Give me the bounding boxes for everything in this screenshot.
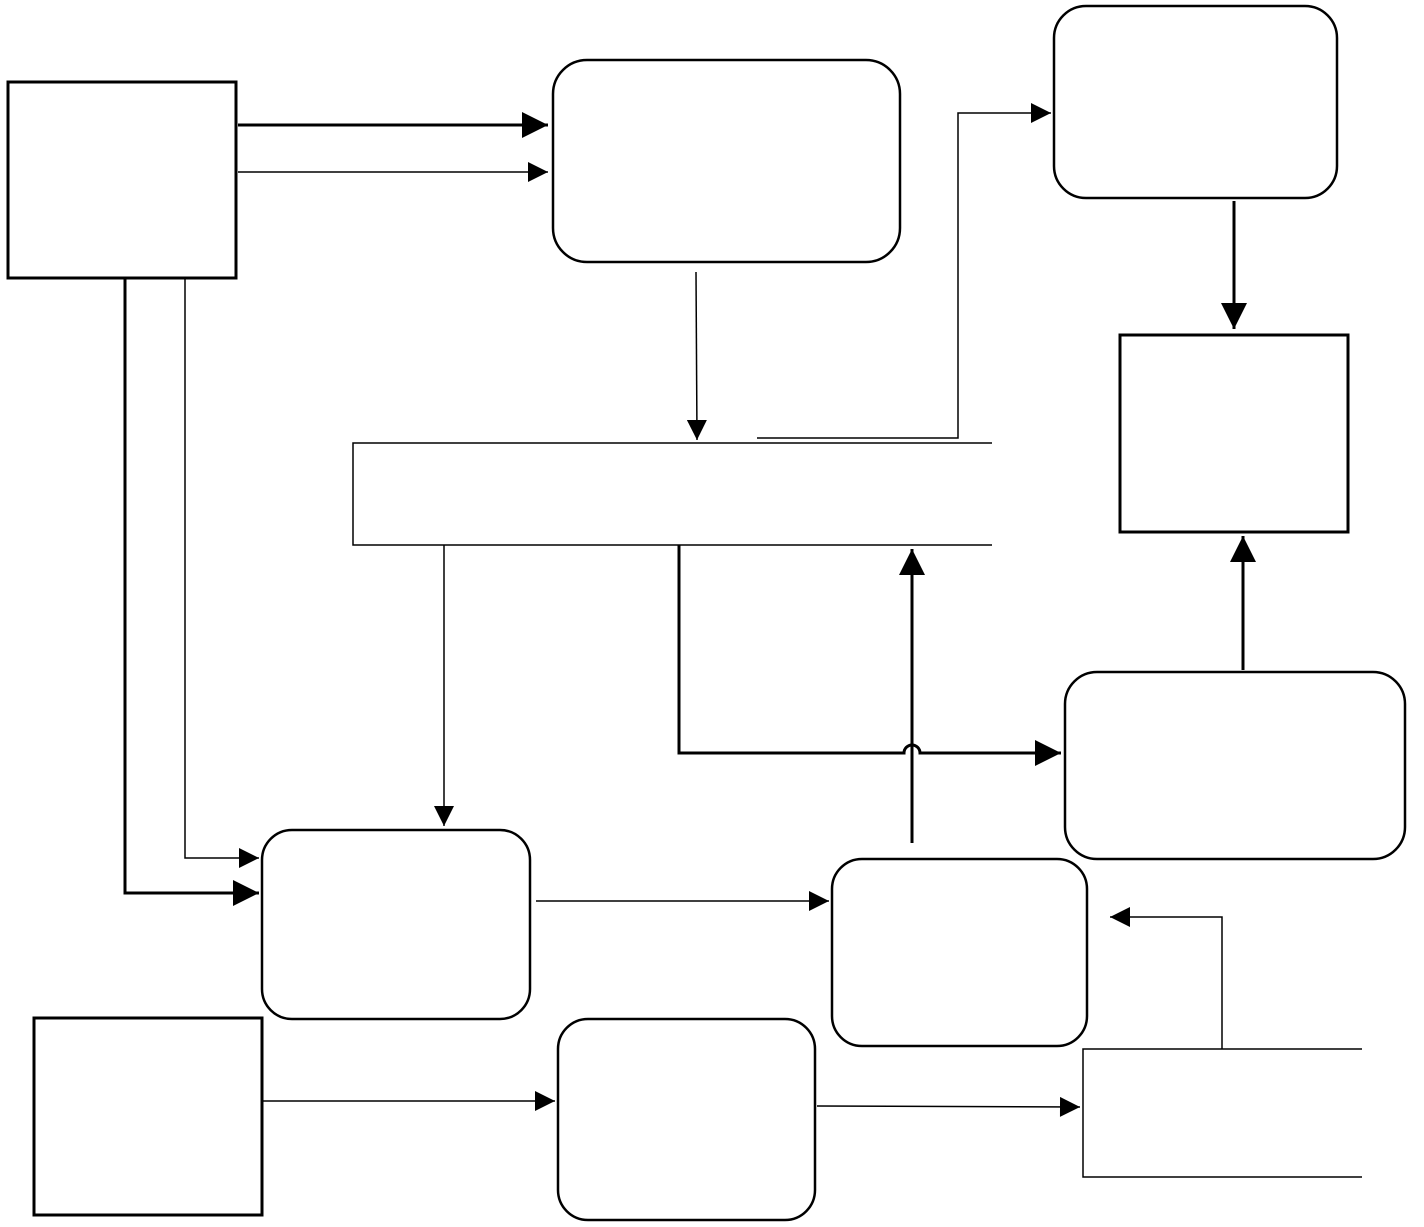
flow-store1-process2 (757, 103, 1051, 439)
flow-entity1-process4-thick (123, 278, 259, 906)
flow-store1-process3 (677, 545, 1061, 766)
data-store-1 (352, 442, 992, 546)
flow-store2-process5 (1110, 907, 1223, 1049)
process-4 (260, 828, 532, 1021)
process-2 (1052, 4, 1339, 200)
flow-process1-store1 (686, 271, 707, 441)
ext-entity-3 (32, 1016, 264, 1217)
data-store-2 (1082, 1048, 1362, 1178)
process-3 (1063, 670, 1407, 861)
ext-entity-1 (6, 80, 238, 280)
process-6 (556, 1017, 817, 1222)
flow-entity1-process4-thin (184, 278, 259, 868)
process-5 (830, 857, 1089, 1048)
process-1 (551, 58, 902, 264)
flow-process6-store2 (816, 1096, 1081, 1117)
ext-entity-2 (1118, 333, 1350, 534)
